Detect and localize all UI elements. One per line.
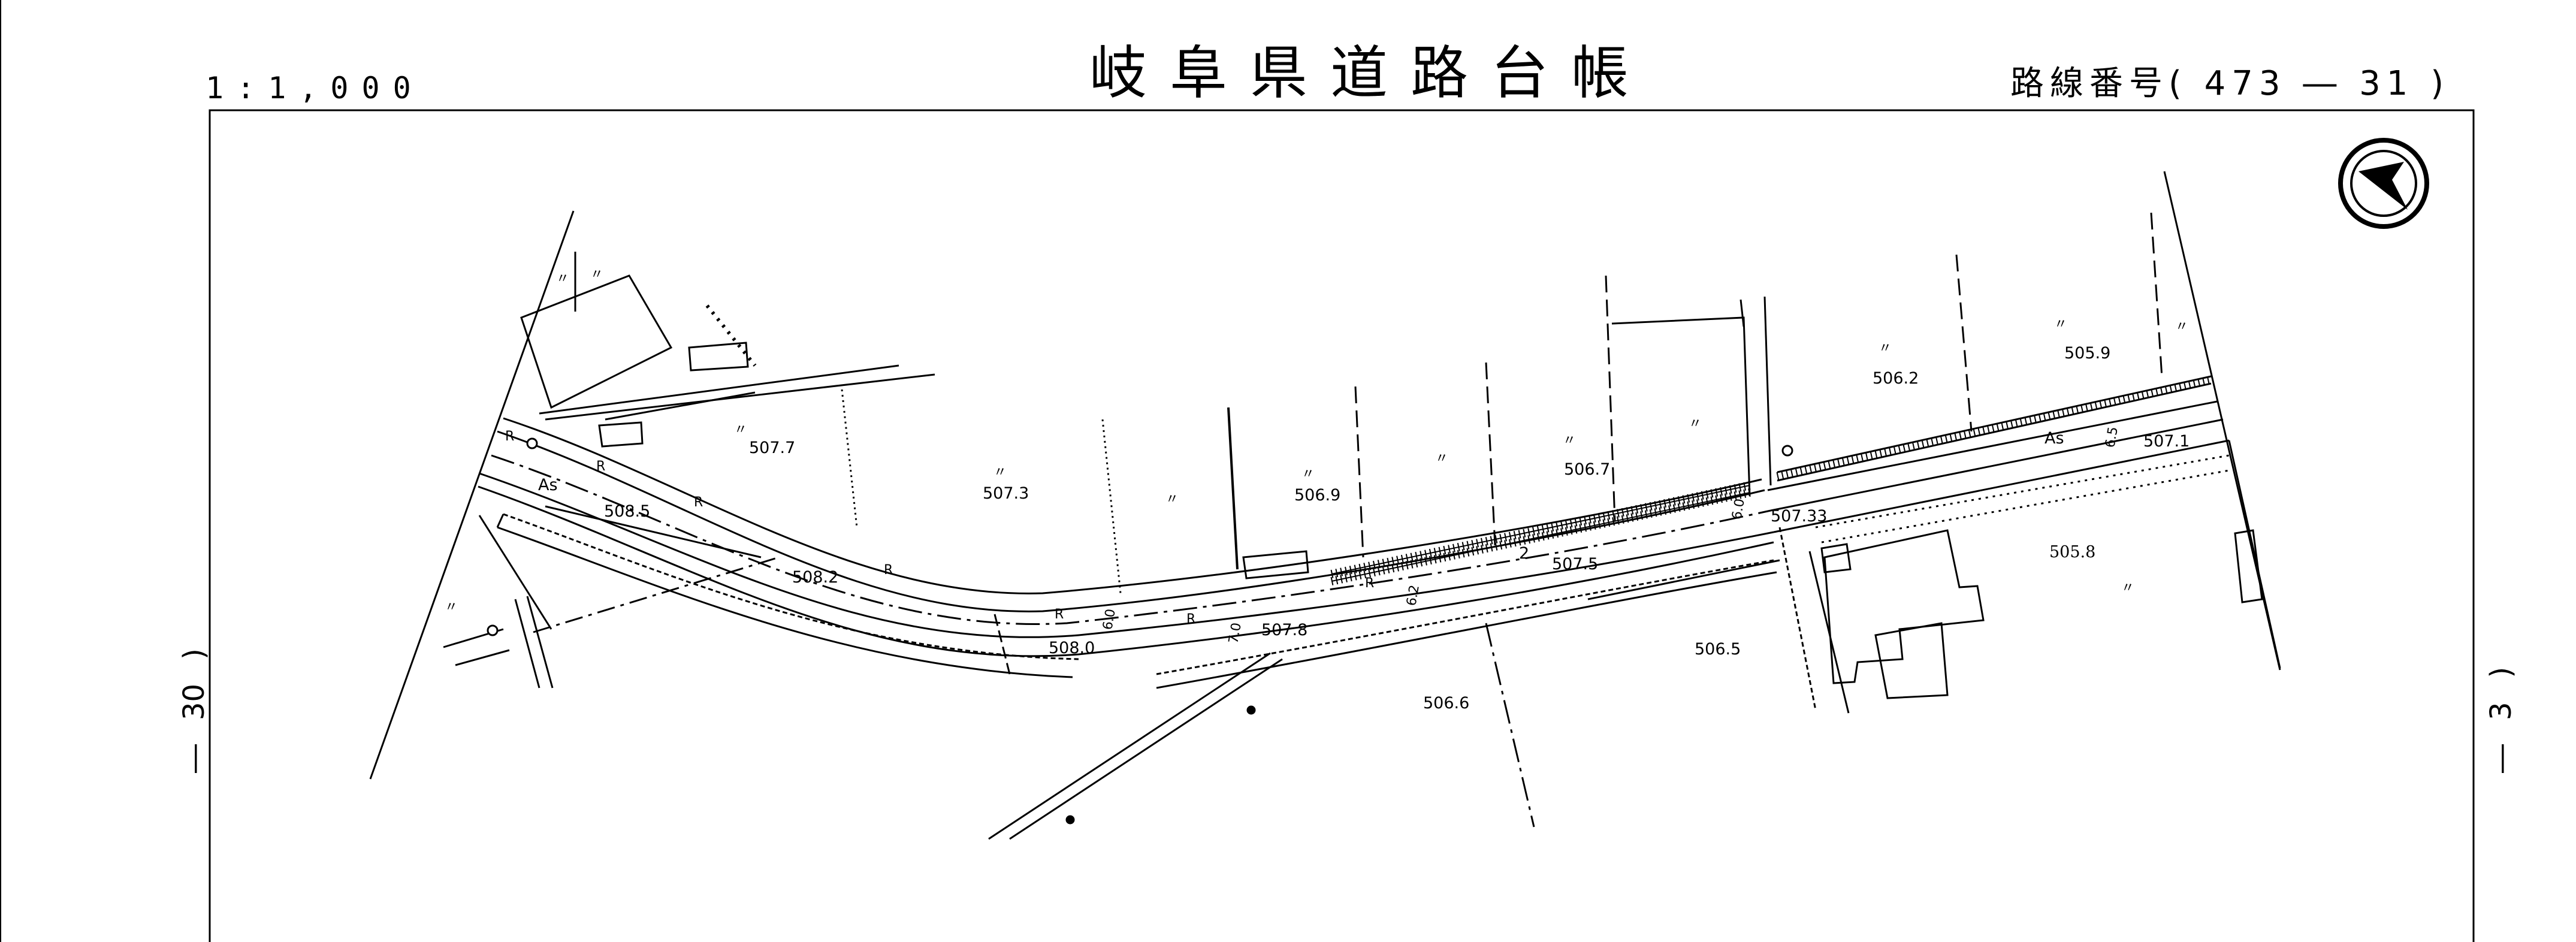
elevation-3: 506.9 xyxy=(1294,486,1340,505)
width-3: 6.2 xyxy=(1404,584,1423,607)
ditto-6: 〃 xyxy=(1301,467,1315,482)
elevation-13: 506.5 xyxy=(1695,640,1741,659)
r-mark-2: R xyxy=(596,459,605,474)
surface-label-1: As xyxy=(538,476,558,494)
parcel-lines xyxy=(520,212,2281,828)
r-mark-6: R xyxy=(1186,612,1195,627)
elevation-5: 506.2 xyxy=(1873,369,1919,388)
curb-lines xyxy=(496,513,1780,689)
ditto-5: 〃 xyxy=(1165,492,1179,507)
survey-points xyxy=(487,437,1793,825)
curve-marker: 2 xyxy=(1519,544,1529,563)
map-scale: 1:1,000 xyxy=(206,71,424,105)
surface-label-2: As xyxy=(2045,429,2064,448)
route-label: 路線番号 xyxy=(2010,64,2169,103)
ditto-9: 〃 xyxy=(1689,416,1702,431)
ditto-4: 〃 xyxy=(993,465,1007,480)
road-main xyxy=(478,375,2230,657)
ditto-8: 〃 xyxy=(1563,433,1576,448)
north-arrow-icon xyxy=(2338,138,2429,229)
ditto-13: 〃 xyxy=(2121,581,2134,596)
r-mark-3: R xyxy=(694,495,703,510)
elevation-11: 507.5 xyxy=(1552,555,1598,573)
r-mark-1: R xyxy=(505,429,514,444)
route-number: 路線番号( 473 ― 31 ) xyxy=(2010,67,2450,101)
map-labels: 507.7 507.3 506.9 506.7 506.2 505.9 508.… xyxy=(445,267,2190,712)
building-outline xyxy=(1820,529,2263,699)
r-mark-4: R xyxy=(884,563,893,578)
width-4: 6.0 xyxy=(1729,497,1748,521)
width-1: 6.0 xyxy=(1100,608,1119,631)
elevation-6: 505.9 xyxy=(2064,344,2110,363)
elevation-1: 507.7 xyxy=(749,439,795,457)
ditto-1: 〃 xyxy=(556,271,569,286)
route-value: ( 473 ― 31 ) xyxy=(2169,64,2450,103)
guardrail-hatch xyxy=(1330,376,2212,585)
elevation-2: 507.3 xyxy=(983,484,1029,503)
r-mark-5: R xyxy=(1055,607,1064,622)
width-5: 6.5 xyxy=(2103,425,2121,449)
page-title: 岐阜県道路台帳 xyxy=(1089,40,1651,107)
map-frame xyxy=(209,109,2475,942)
branch-roads xyxy=(443,505,1283,840)
ditto-14: 〃 xyxy=(445,600,458,615)
elevation-4: 506.7 xyxy=(1564,460,1610,479)
r-mark-7: R xyxy=(1365,576,1374,591)
elevation-10: 508.0 xyxy=(1049,639,1095,657)
width-2: 7.0 xyxy=(1226,621,1245,645)
elevation-7: 508.5 xyxy=(604,502,650,521)
elevation-12: 506.6 xyxy=(1423,694,1469,712)
ditto-12: 〃 xyxy=(2175,319,2188,334)
ditto-3: 〃 xyxy=(734,422,747,437)
ditto-10: 〃 xyxy=(1879,341,1892,356)
ditto-11: 〃 xyxy=(2054,317,2067,332)
elevation-16: 505.8 xyxy=(2049,543,2095,561)
ditto-2: 〃 xyxy=(590,267,603,282)
elevation-9: 507.8 xyxy=(1261,621,1307,639)
sheet-boundaries xyxy=(369,171,2281,780)
elevation-14: 507.33 xyxy=(1771,507,1827,526)
elevation-8: 508.2 xyxy=(792,568,838,587)
elevation-15: 507.1 xyxy=(2143,432,2190,451)
ditto-7: 〃 xyxy=(1435,451,1448,466)
